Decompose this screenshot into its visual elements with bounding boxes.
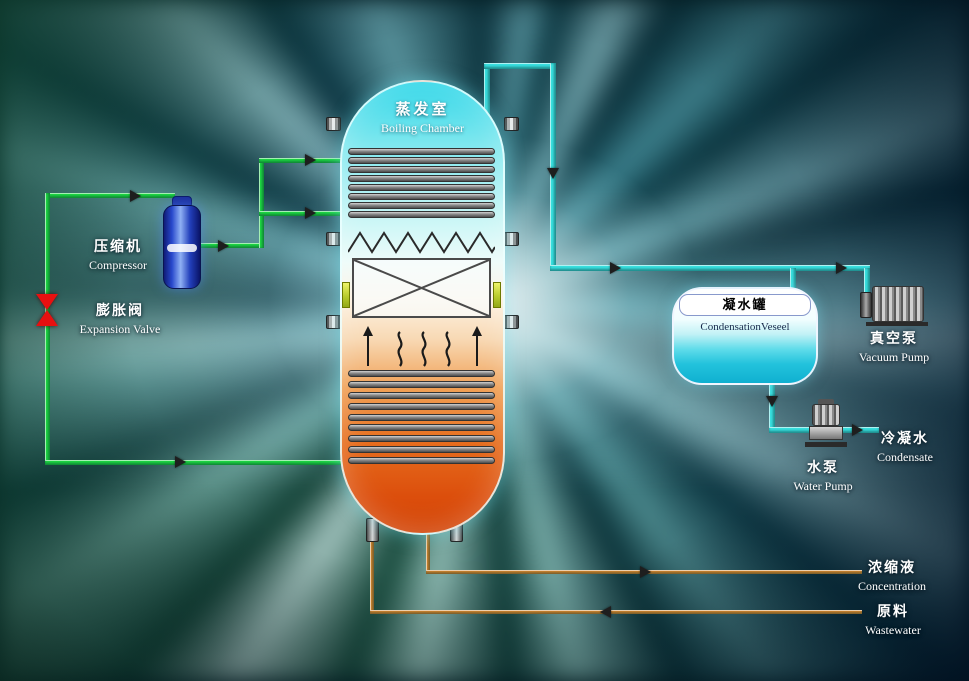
flow-arrow (305, 207, 316, 219)
label-boiling-chamber: 蒸发室 Boiling Chamber (381, 101, 464, 135)
side-port-left (342, 282, 350, 308)
flow-arrow (175, 456, 186, 468)
flange-nozzle (326, 117, 341, 131)
flow-arrow (836, 262, 847, 274)
coil-tube (348, 457, 495, 464)
demister-zigzag (348, 231, 495, 254)
pipe-vapor-top (484, 63, 556, 69)
steam-arrows (363, 326, 482, 367)
label-condensation-vessel-en: CondensationVeseel (700, 321, 790, 333)
pipe-refrigerant-to-bottom-coil (45, 460, 345, 465)
pipe-top-coil-inlet-2 (259, 211, 345, 216)
heat-exchanger-xbox (352, 258, 491, 318)
expansion-valve-icon (36, 294, 58, 310)
coil-tube (348, 380, 495, 388)
top-coil (348, 148, 495, 218)
water-pump-icon (809, 426, 843, 440)
pipe-refrigerant-riser (259, 158, 264, 248)
pipe-vapor-to-condenser (550, 265, 870, 271)
label-water-pump: 水泵 Water Pump (793, 459, 853, 493)
condensation-vessel: 凝水罐 CondensationVeseel (672, 287, 818, 385)
pipe-refrigerant-to-compressor (45, 193, 175, 198)
coil-tube (348, 166, 495, 173)
water-pump-icon (818, 399, 834, 405)
water-pump-icon (805, 442, 847, 447)
boiling-chamber-vessel: 蒸发室 Boiling Chamber (340, 80, 505, 535)
label-vacuum-pump: 真空泵 Vacuum Pump (858, 330, 930, 364)
label-concentration: 浓缩液 Concentration (858, 559, 926, 593)
coil-tube (348, 370, 495, 377)
coil-tube (348, 202, 495, 209)
coil-tube (348, 413, 495, 421)
xbox-cross (353, 259, 490, 317)
coil-tube (348, 424, 495, 432)
flange-nozzle (326, 232, 341, 246)
flow-arrow (130, 190, 141, 202)
pipe-top-coil-inlet (259, 158, 345, 163)
vacuum-pump-icon (866, 322, 928, 326)
pipe-vacuum-pump-inlet (864, 268, 870, 298)
coil-tube (348, 402, 495, 410)
coil-tube (348, 446, 495, 454)
vacuum-pump-icon (872, 286, 924, 322)
coil-tube (348, 148, 495, 155)
coil-tube (348, 211, 495, 218)
flange-nozzle (504, 232, 519, 246)
coil-tube (348, 193, 495, 200)
flange-nozzle (326, 315, 341, 329)
coil-tube (348, 175, 495, 182)
flow-arrow (547, 168, 559, 179)
flow-arrow (766, 396, 778, 407)
flow-arrow (305, 154, 316, 166)
side-port-right (493, 282, 501, 308)
pipe-wastewater-in (370, 610, 862, 614)
label-expansion-valve: 膨胀阀 Expansion Valve (79, 302, 161, 336)
pipe-refrigerant-expansion-leg (45, 193, 50, 463)
bottom-coil (348, 370, 495, 464)
expansion-valve-icon (36, 310, 58, 326)
compressor-body (163, 205, 201, 289)
pipe-wastewater-riser (370, 528, 374, 614)
coil-tube (348, 391, 495, 399)
flow-arrow (218, 240, 229, 252)
vacuum-pump-icon (860, 292, 872, 318)
pipe-compressor-discharge (196, 243, 264, 248)
pipe-vapor-riser (484, 63, 490, 118)
label-compressor: 压缩机 Compressor (89, 238, 147, 272)
flange-nozzle (504, 315, 519, 329)
coil-tube (348, 184, 495, 191)
flow-arrow (600, 606, 611, 618)
flow-arrow (852, 424, 863, 436)
coil-tube (348, 157, 495, 164)
flange-nozzle (504, 117, 519, 131)
water-pump-icon (812, 404, 840, 426)
pipe-vapor-downcomer (550, 63, 556, 271)
flow-arrow (640, 566, 651, 578)
label-condensation-vessel-zh: 凝水罐 (679, 294, 811, 316)
label-wastewater: 原料 Wastewater (865, 603, 921, 637)
coil-tube (348, 435, 495, 443)
compressor-stripe (167, 244, 197, 252)
pipe-condenser-inlet-stub (790, 268, 796, 293)
pipe-concentration-drop (426, 528, 430, 574)
flow-arrow (610, 262, 621, 274)
label-condensate: 冷凝水 Condensate (877, 430, 933, 464)
